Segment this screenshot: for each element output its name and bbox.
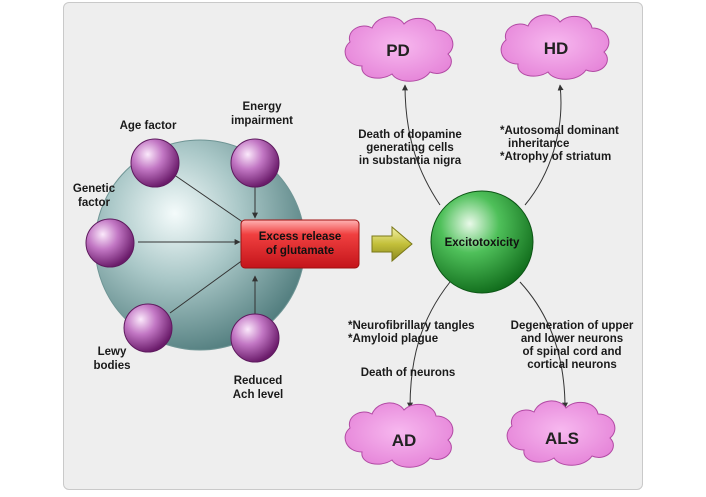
ad-note-line1: *Neurofibrillary tangles [348,320,475,332]
glutamate-label-line1: Excess release [259,231,342,243]
pd-note-line2: generating cells [366,142,454,154]
als-note-line2: and lower neurons [521,333,623,345]
cloud-als: ALS [506,400,616,466]
ball-lewy-bodies [123,303,173,353]
als-note-line4: cortical neurons [527,359,616,371]
arrow-to-hd [524,84,564,206]
ball-energy-impairment [230,138,280,188]
pd-note-line1: Death of dopamine [358,129,462,141]
als-note-line1: Degeneration of upper [511,320,634,332]
label-energy-line1: Energy [243,101,283,113]
arrow-to-ad [407,281,451,409]
label-ach-line2: Ach level [233,389,284,401]
cloud-ad-label: AD [392,431,417,450]
label-age-factor: Age factor [120,120,177,132]
cloud-ad: AD [344,402,454,468]
arrow-to-pd [402,84,441,206]
ad-note-line2: *Amyloid plague [348,333,438,345]
excitotoxicity-label: Excitotoxicity [445,237,520,249]
glutamate-label-line2: of glutamate [266,245,334,257]
arrow-lewy-to-box [169,256,248,314]
pd-note-line3: in substantia nigra [359,155,462,167]
als-note-line3: of spinal cord and [522,346,621,358]
label-genetic-line1: Genetic [73,183,116,195]
ad-death-note: Death of neurons [361,367,456,379]
label-genetic-line2: factor [78,197,110,209]
arrow-to-als [519,281,568,409]
cloud-hd-label: HD [544,39,569,58]
cloud-hd: HD [500,14,610,80]
ball-genetic-factor [85,218,135,268]
cloud-pd: PD [344,16,454,82]
label-energy-line2: impairment [231,115,293,127]
label-lewy-line1: Lewy [98,346,127,358]
cloud-als-label: ALS [545,429,579,448]
glutamate-box [240,219,360,269]
arrow-age-to-box [169,171,248,226]
hd-note-line1: *Autosomal dominant [500,125,619,137]
cloud-pd-label: PD [386,41,410,60]
ball-reduced-ach [230,313,280,363]
label-ach-line1: Reduced [234,375,283,387]
transition-arrow [371,225,413,263]
label-lewy-line2: bodies [93,360,130,372]
ball-age-factor [130,138,180,188]
hd-note-line3: *Atrophy of striatum [500,151,611,163]
hd-note-line2: inheritance [508,138,569,150]
excitotoxicity-sphere [430,190,534,294]
